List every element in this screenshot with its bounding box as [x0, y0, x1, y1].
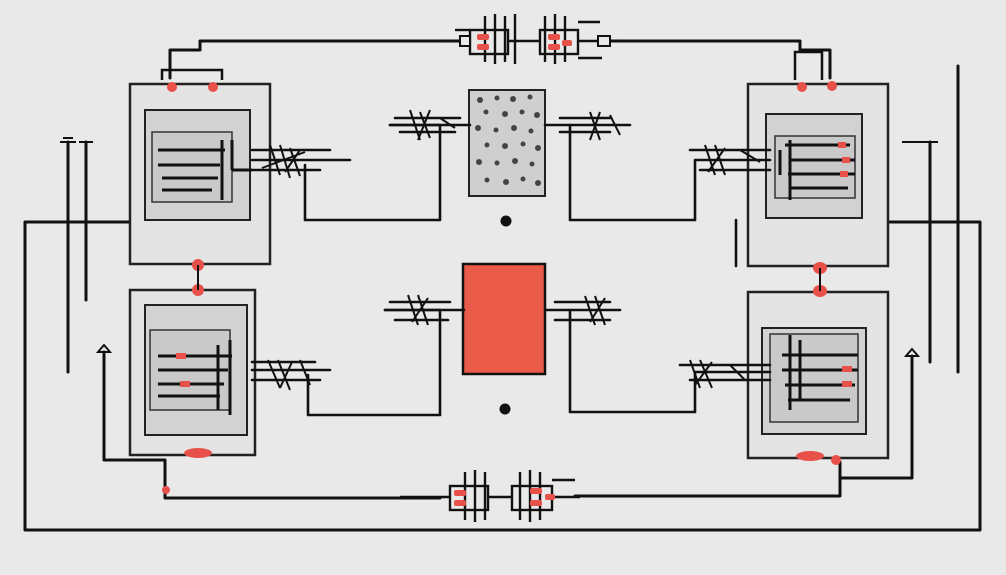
panel-top-left: [128, 68, 272, 266]
top-bus-wire: [168, 39, 462, 80]
terminal-icon: [477, 44, 489, 50]
bottom-bus-wire: [163, 458, 442, 500]
panel-bottom-left: [128, 259, 257, 494]
bottom-connector-terminals: [454, 488, 555, 506]
terminal-icon: [167, 82, 177, 92]
red-module: [461, 262, 547, 415]
connector-icon: [440, 14, 620, 64]
top-connector-terminals: [477, 34, 572, 50]
terminal-icon: [842, 157, 850, 163]
outer-wiring: [23, 39, 982, 532]
ground-icon: [95, 343, 113, 353]
right-rod-3: [838, 354, 914, 480]
harness-clusters: [261, 109, 761, 391]
panel-bottom-right: [746, 262, 890, 465]
terminal-icon: [831, 455, 841, 465]
plug-end: [459, 35, 471, 47]
terminal-icon: [562, 40, 572, 46]
terminal-icon: [545, 494, 555, 500]
terminal-icon: [530, 500, 542, 506]
terminal-icon: [838, 142, 846, 148]
panel-top-right: [746, 50, 890, 268]
terminal-icon: [477, 34, 489, 40]
bottom-bus-wire-right: [573, 460, 842, 498]
terminal-icon: [162, 486, 170, 494]
top-bus-wire-right: [608, 39, 832, 80]
terminal-icon: [840, 171, 848, 177]
top-connector: [440, 14, 620, 64]
node-dot: [500, 215, 512, 227]
terminal-icon: [842, 366, 852, 372]
ground-icon: [903, 347, 921, 357]
left-rod-3: [102, 350, 167, 462]
terminal-icon: [180, 381, 190, 387]
harness-wires: [250, 116, 772, 417]
bottom-connector: [400, 470, 580, 522]
node-dot: [499, 403, 511, 415]
terminal-icon: [454, 500, 466, 506]
terminal-icon: [548, 44, 560, 50]
terminal-icon: [454, 490, 466, 496]
plug-end: [597, 35, 611, 47]
terminal-icon: [842, 381, 852, 387]
terminal-icon: [184, 448, 212, 458]
terminal-icon: [176, 353, 186, 359]
terminal-icon: [827, 81, 837, 91]
ground-icon: [60, 137, 76, 143]
rod-caps: [60, 137, 938, 357]
terminal-icon: [208, 82, 218, 92]
terminal-icon: [796, 451, 824, 461]
outer-loop-wire: [23, 220, 982, 532]
terminal-icon: [548, 34, 560, 40]
dotted-module: [468, 89, 546, 227]
terminal-icon: [797, 82, 807, 92]
terminal-icon: [530, 488, 542, 494]
